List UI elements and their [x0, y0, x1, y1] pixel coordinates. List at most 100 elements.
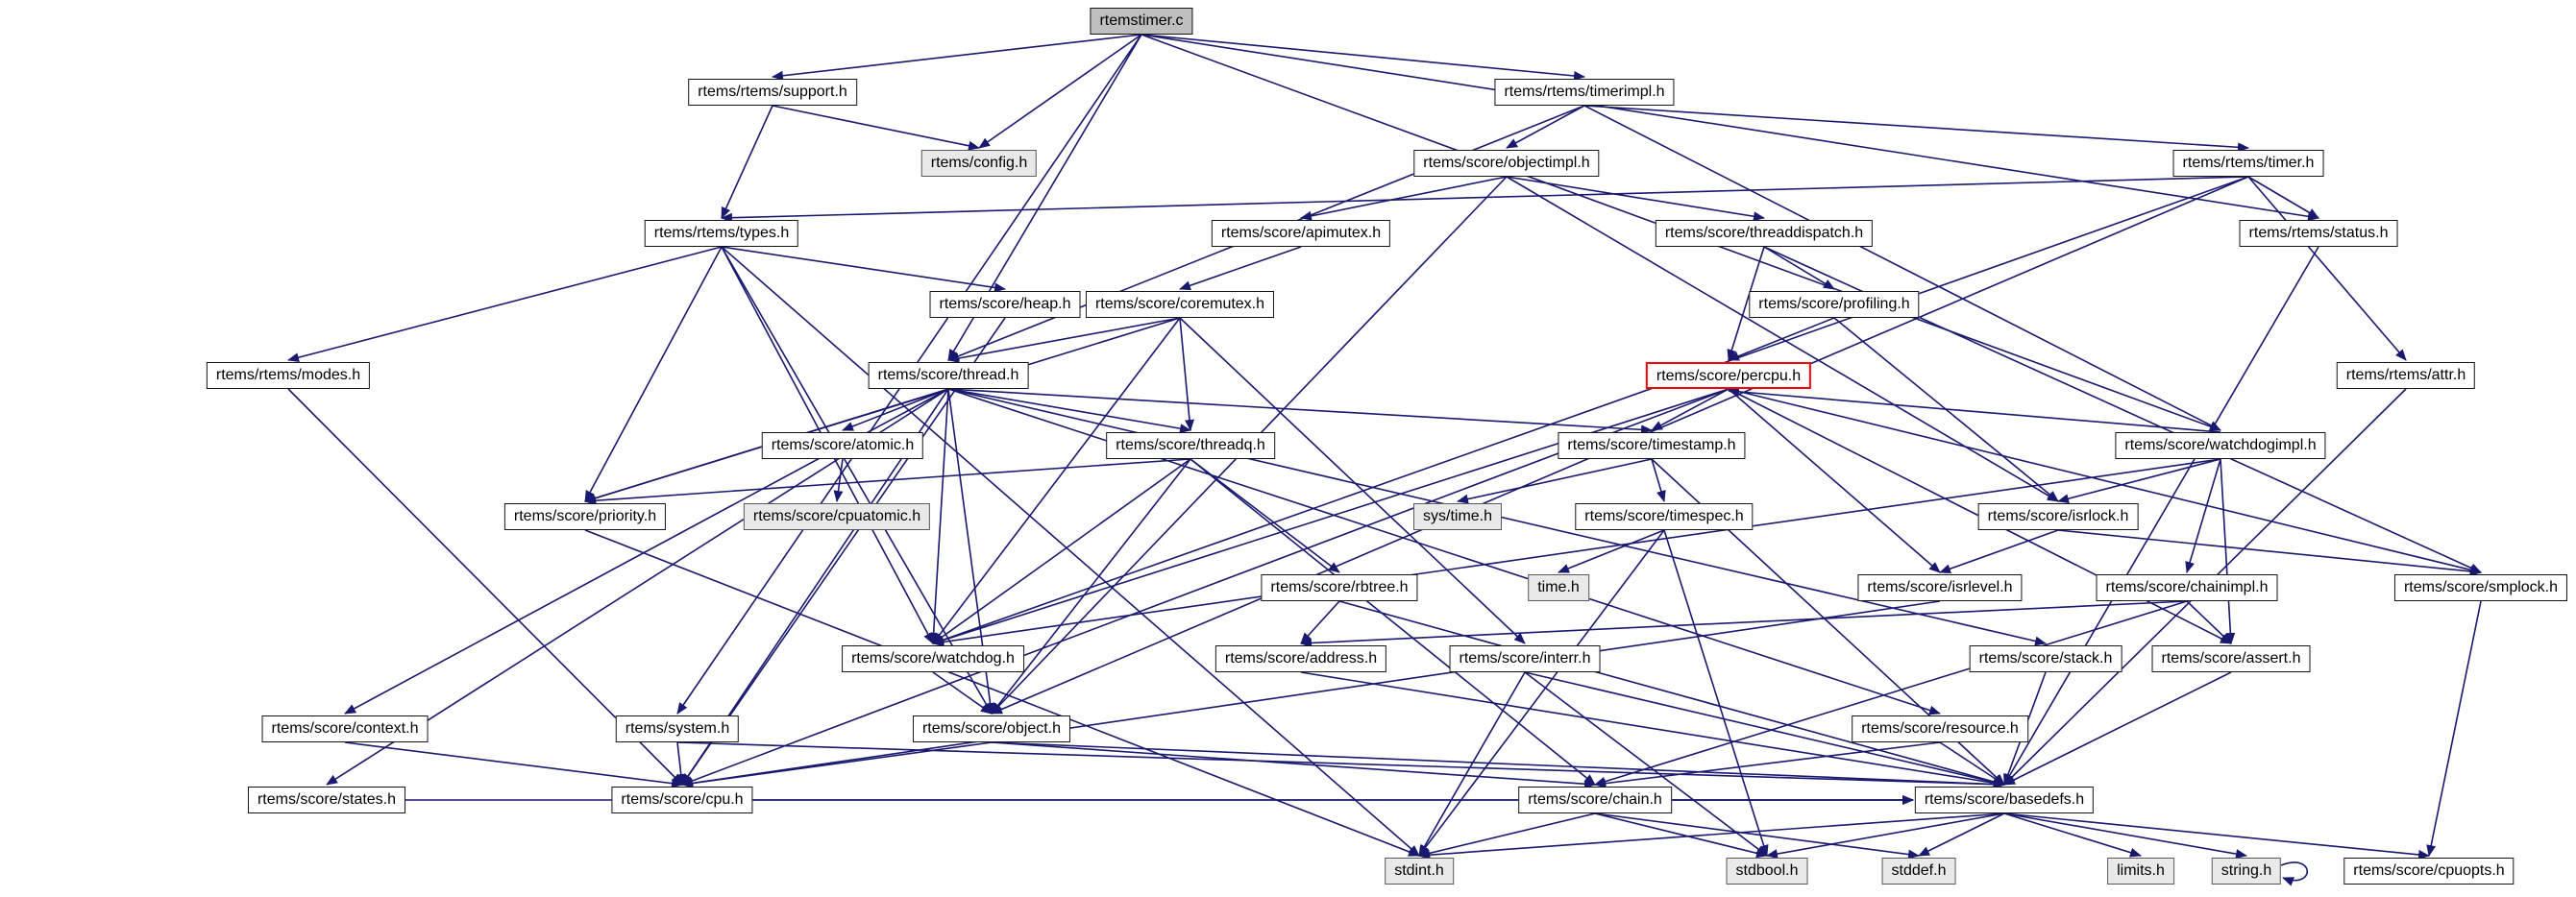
- graph-node-rtems-score-address-h[interactable]: rtems/score/address.h: [1214, 645, 1387, 672]
- include-edge: [2280, 861, 2308, 886]
- include-edge: [1418, 529, 1665, 857]
- include-edge: [1766, 812, 2005, 859]
- include-edge: [2247, 176, 2319, 219]
- include-edge: [681, 388, 1730, 786]
- graph-node-rtems-score-assert-h[interactable]: rtems/score/assert.h: [2151, 645, 2311, 672]
- graph-node-rtems-score-isrlock-h[interactable]: rtems/score/isrlock.h: [1977, 503, 2139, 530]
- include-edge: [1594, 812, 1768, 859]
- include-edge: [932, 671, 993, 715]
- graph-node-rtems-score-context-h[interactable]: rtems/score/context.h: [261, 715, 429, 742]
- graph-node-rtems-score-isrlevel-h[interactable]: rtems/score/isrlevel.h: [1857, 574, 2023, 601]
- graph-node-rtems-rtems-support-h[interactable]: rtems/rtems/support.h: [688, 79, 857, 106]
- include-edge: [1418, 812, 2005, 861]
- graph-node-rtems-score-percpu-h[interactable]: rtems/score/percpu.h: [1645, 362, 1812, 389]
- graph-node-rtems-score-cpuatomic-h[interactable]: rtems/score/cpuatomic.h: [743, 503, 931, 530]
- graph-node-rtems-score-profiling-h[interactable]: rtems/score/profiling.h: [1749, 291, 1920, 318]
- include-edge: [2003, 812, 2142, 858]
- graph-node-rtems-rtems-timerimpl-h[interactable]: rtems/rtems/timerimpl.h: [1494, 79, 1675, 106]
- graph-node-rtems-score-basedefs-h[interactable]: rtems/score/basedefs.h: [1914, 787, 2095, 813]
- include-edge: [1300, 671, 2005, 788]
- include-edge: [932, 317, 1181, 644]
- include-edge: [1524, 671, 2005, 788]
- include-edge: [2057, 458, 2221, 504]
- graph-node-rtems-config-h[interactable]: rtems/config.h: [920, 150, 1038, 177]
- graph-node-rtems-score-atomic-h[interactable]: rtems/score/atomic.h: [761, 432, 924, 459]
- graph-node-rtems-score-resource-h[interactable]: rtems/score/resource.h: [1852, 715, 2028, 742]
- include-edge: [932, 176, 2249, 645]
- include-edge: [1727, 246, 1765, 361]
- graph-node-rtems-rtems-modes-h[interactable]: rtems/rtems/modes.h: [206, 362, 371, 389]
- include-edge: [1418, 671, 1526, 857]
- graph-node-rtems-score-priority-h[interactable]: rtems/score/priority.h: [503, 503, 667, 530]
- graph-node-rtems-score-heap-h[interactable]: rtems/score/heap.h: [929, 291, 1081, 318]
- include-edge: [947, 388, 1191, 434]
- include-edge: [978, 34, 1142, 149]
- include-edge: [833, 458, 844, 502]
- graph-node-rtems-score-smplock-h[interactable]: rtems/score/smplock.h: [2393, 574, 2568, 601]
- include-edge: [584, 458, 1191, 506]
- include-edge: [344, 741, 683, 788]
- graph-node-rtems-score-interr-h[interactable]: rtems/score/interr.h: [1449, 645, 1601, 672]
- include-edge: [1300, 600, 1340, 644]
- include-edge: [1763, 246, 1835, 290]
- graph-node-rtems-score-timespec-h[interactable]: rtems/score/timespec.h: [1575, 503, 1754, 530]
- graph-node-rtems-rtems-timer-h[interactable]: rtems/rtems/timer.h: [2172, 150, 2324, 177]
- include-edge: [681, 600, 1941, 788]
- include-edge: [1558, 529, 1665, 573]
- include-edge: [2247, 176, 2407, 361]
- include-edge: [2003, 671, 2232, 786]
- graph-node-rtems-score-states-h[interactable]: rtems/score/states.h: [247, 787, 406, 813]
- graph-node-stdbool-h: stdbool.h: [1726, 858, 1808, 885]
- include-edge: [842, 388, 949, 431]
- graph-node-rtems-score-objectimpl-h[interactable]: rtems/score/objectimpl.h: [1413, 150, 1600, 177]
- include-edge: [681, 741, 993, 788]
- graph-node-stdint-h: stdint.h: [1385, 858, 1454, 885]
- include-edge: [1179, 317, 1526, 644]
- graph-node-rtems-score-watchdog-h[interactable]: rtems/score/watchdog.h: [842, 645, 1024, 672]
- include-edge: [2003, 812, 2430, 860]
- include-edge: [947, 317, 1181, 363]
- include-edge: [1300, 176, 1508, 221]
- graph-node-rtems-score-chainimpl-h[interactable]: rtems/score/chainimpl.h: [2096, 574, 2278, 601]
- include-edge: [676, 741, 2005, 789]
- graph-node-rtems-rtems-types-h[interactable]: rtems/rtems/types.h: [644, 220, 799, 247]
- graph-node-time-h: time.h: [1528, 574, 1589, 601]
- include-edge: [721, 246, 1420, 857]
- graph-node-rtems-score-apimutex-h[interactable]: rtems/score/apimutex.h: [1211, 220, 1391, 247]
- include-edge: [2186, 600, 2232, 644]
- include-edge: [2185, 458, 2221, 573]
- graph-node-rtems-score-timestamp-h[interactable]: rtems/score/timestamp.h: [1558, 432, 1746, 459]
- graph-node-rtems-score-stack-h[interactable]: rtems/score/stack.h: [1969, 645, 2122, 672]
- include-edge: [1418, 812, 1596, 859]
- graph-node-sys-time-h: sys/time.h: [1412, 503, 1503, 530]
- graph-node-rtems-system-h[interactable]: rtems/system.h: [615, 715, 740, 742]
- include-edge: [1939, 741, 2005, 786]
- graph-node-rtems-rtems-attr-h[interactable]: rtems/rtems/attr.h: [2336, 362, 2476, 389]
- graph-node-rtems-score-thread-h[interactable]: rtems/score/thread.h: [868, 362, 1029, 389]
- graph-node-rtems-score-cpu-h[interactable]: rtems/score/cpu.h: [611, 787, 753, 813]
- include-edge: [1728, 388, 1941, 573]
- graph-node-rtems-score-rbtree-h[interactable]: rtems/score/rbtree.h: [1261, 574, 1418, 601]
- graph-node-rtems-rtems-status-h[interactable]: rtems/rtems/status.h: [2239, 220, 2398, 247]
- include-edge: [675, 741, 686, 786]
- graph-node-stddef-h: stddef.h: [1881, 858, 1956, 885]
- graph-node-rtems-score-cpuopts-h[interactable]: rtems/score/cpuopts.h: [2343, 858, 2515, 885]
- include-edge: [1457, 458, 1653, 504]
- include-edge: [1663, 529, 1769, 857]
- include-edge: [1651, 458, 1666, 502]
- include-edge: [1594, 741, 1941, 788]
- graph-node-rtems-score-coremutex-h[interactable]: rtems/score/coremutex.h: [1085, 291, 1275, 318]
- graph-node-rtems-score-chain-h[interactable]: rtems/score/chain.h: [1518, 787, 1672, 813]
- graph-node-rtems-score-object-h[interactable]: rtems/score/object.h: [912, 715, 1071, 742]
- graph-node-rtems-score-watchdogimpl-h[interactable]: rtems/score/watchdogimpl.h: [2115, 432, 2326, 459]
- include-edge: [2426, 600, 2482, 857]
- include-edge: [991, 741, 2005, 789]
- include-edge: [1728, 386, 2221, 433]
- include-edge: [1506, 176, 1765, 222]
- include-edge: [1190, 458, 1340, 573]
- graph-node-rtems-score-threadq-h[interactable]: rtems/score/threadq.h: [1106, 432, 1275, 459]
- include-edge: [2003, 812, 2247, 860]
- include-edge: [681, 317, 1006, 786]
- graph-node-rtems-score-threaddispatch-h[interactable]: rtems/score/threaddispatch.h: [1655, 220, 1874, 247]
